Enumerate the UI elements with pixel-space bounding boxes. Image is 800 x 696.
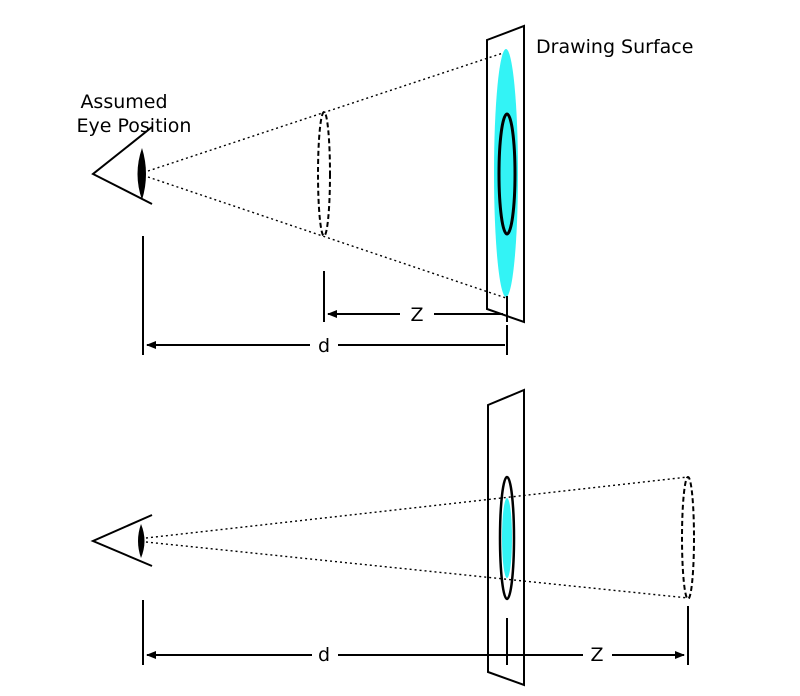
projection-fill-top: [494, 49, 518, 297]
top-panel: Drawing Surface Assumed Eye Position Z d: [77, 24, 693, 357]
d-label-top: d: [318, 335, 330, 357]
sight-ray-upper-bottom: [145, 476, 689, 539]
d-label-bottom: d: [318, 644, 330, 666]
drawing-surface-plane-bottom: [487, 388, 525, 687]
sight-ray-lower-bottom: [145, 541, 689, 599]
z-label-top: Z: [410, 304, 423, 326]
eye-label-line2: Eye Position: [77, 115, 192, 137]
eye-icon-top: [91, 126, 153, 205]
projection-fill-bottom: [502, 498, 512, 578]
sight-ray-lower-top: [147, 176, 507, 299]
drawing-surface-label: Drawing Surface: [536, 36, 693, 58]
bottom-panel: d Z: [90, 388, 695, 687]
sight-ray-upper-top: [147, 51, 507, 172]
surface-ellipse-top: [497, 112, 517, 236]
virtual-object-ellipse-top: [317, 111, 331, 237]
eye-label-line1: Assumed: [80, 91, 167, 113]
drawing-surface-plane-top: [486, 24, 525, 324]
surface-ellipse-bottom: [498, 475, 516, 601]
virtual-object-ellipse-bottom: [681, 476, 695, 600]
z-label-bottom: Z: [590, 644, 603, 666]
eye-icon-bottom: [90, 514, 153, 567]
